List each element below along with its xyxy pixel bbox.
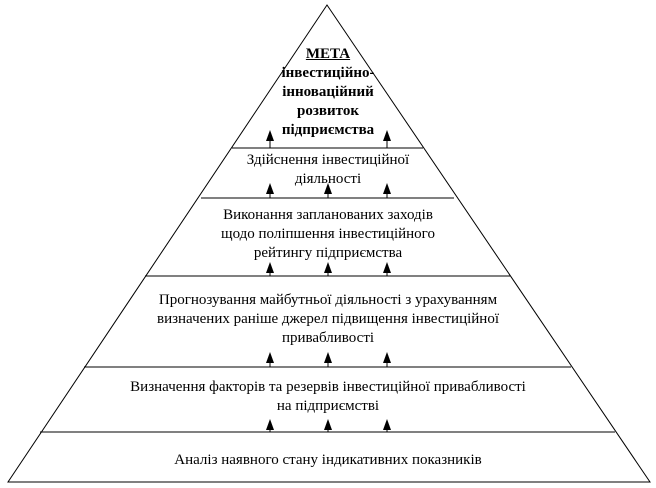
arrow-up-icon — [266, 183, 274, 194]
level-line: Здійснення інвестиційної — [246, 152, 410, 168]
level-line: визначених раніше джерел підвищення інве… — [156, 311, 499, 327]
level-line: Визначення факторів та резервів інвестиц… — [130, 379, 526, 395]
arrow-up-icon — [324, 352, 332, 363]
goal-line: інноваційний — [282, 84, 374, 100]
level-5-text: Аналіз наявного стану індикативних показ… — [78, 451, 578, 470]
arrow-group-5 — [266, 419, 391, 432]
arrow-up-icon — [324, 262, 332, 273]
arrow-up-icon — [383, 262, 391, 273]
level-line: Прогнозування майбутньої діяльності з ур… — [158, 292, 498, 308]
goal-line: підприємства — [281, 122, 375, 138]
goal-title: МЕТА — [305, 46, 351, 62]
arrow-up-icon — [266, 262, 274, 273]
arrow-group-2 — [266, 183, 391, 198]
level-line: Виконання запланованих заходів — [223, 207, 433, 223]
level-4-text: Визначення факторів та резервів інвестиц… — [78, 378, 578, 416]
arrow-group-1 — [266, 130, 391, 148]
pyramid-outline — [7, 4, 651, 483]
arrow-up-icon — [383, 419, 391, 430]
arrow-group-4 — [266, 352, 391, 367]
arrow-group-3 — [266, 262, 391, 276]
level-line: рейтингу підприємства — [253, 245, 403, 261]
level-2-text: Виконання запланованих заходів щодо полі… — [178, 206, 478, 263]
level-line: діяльності — [294, 171, 362, 187]
level-line: щодо поліпшення інвестиційного — [221, 226, 435, 242]
arrow-up-icon — [383, 130, 391, 141]
level-line: на підприємстві — [276, 398, 380, 414]
arrow-up-icon — [383, 352, 391, 363]
level-line: привабливості — [281, 330, 375, 346]
level-line: Аналіз наявного стану індикативних показ… — [174, 452, 482, 468]
level-3-text: Прогнозування майбутньої діяльності з ур… — [103, 291, 553, 348]
arrow-up-icon — [324, 419, 332, 430]
arrow-up-icon — [324, 183, 332, 194]
goal-line: розвиток — [297, 103, 359, 119]
arrow-up-icon — [266, 419, 274, 430]
arrow-up-icon — [383, 183, 391, 194]
arrow-up-icon — [266, 352, 274, 363]
goal-line: інвестиційно- — [281, 65, 375, 81]
goal-block: МЕТА інвестиційно- інноваційний розвиток… — [228, 45, 428, 140]
level-1-text: Здійснення інвестиційної діяльності — [228, 151, 428, 189]
arrow-up-icon — [266, 130, 274, 141]
